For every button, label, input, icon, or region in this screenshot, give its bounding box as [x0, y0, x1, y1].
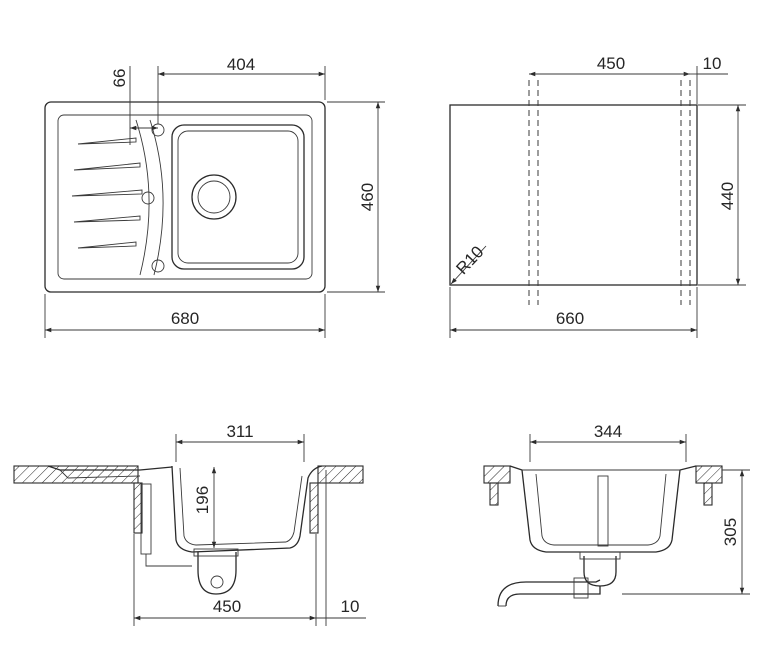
dim-cabinet: 450	[213, 597, 241, 616]
dim-section-bowl-width: 311	[226, 422, 253, 441]
tap-hole	[151, 123, 165, 137]
dim-gap: 10	[341, 597, 360, 616]
dim-bowl-width: 404	[227, 55, 255, 74]
front-section: 344 305	[483, 422, 750, 607]
cutout-outline	[449, 104, 698, 286]
drain-outer	[191, 174, 237, 220]
dim-front-bowl-width: 344	[594, 422, 622, 441]
overflow-pipe	[597, 475, 609, 547]
dim-cutout-height: 440	[718, 182, 737, 210]
plan-view: 404 66 460 680	[44, 55, 385, 338]
bowl-outline	[171, 124, 305, 270]
dim-height: 460	[358, 183, 377, 211]
worktop-right	[317, 465, 364, 484]
sink-outline	[44, 101, 326, 293]
side-section: 311 196 450 10	[13, 422, 366, 626]
dim-cutout-width: 660	[556, 309, 584, 328]
drainer-separator	[135, 119, 150, 276]
bowl-profile	[171, 465, 323, 553]
overflow-hole	[141, 191, 155, 205]
sink-inner-rim	[57, 114, 313, 280]
dim-offset: 66	[110, 69, 129, 88]
dim-flange: 10	[703, 54, 722, 73]
accessory-hole	[151, 259, 165, 273]
worktop-right	[695, 465, 723, 484]
worktop-left	[483, 465, 511, 484]
drain-inner	[197, 180, 231, 214]
drainer-ribs	[71, 137, 143, 249]
cutout-view: 450 10 440 660 R10	[449, 54, 746, 338]
worktop-left	[13, 465, 139, 484]
dim-total-depth: 305	[721, 518, 740, 546]
dim-corner-radius: R10	[452, 242, 487, 278]
dim-width: 680	[171, 309, 199, 328]
dim-bowl-depth: 196	[193, 486, 212, 514]
trap	[197, 552, 237, 595]
bowl-profile	[509, 465, 697, 553]
dim-inner-width: 450	[597, 54, 625, 73]
